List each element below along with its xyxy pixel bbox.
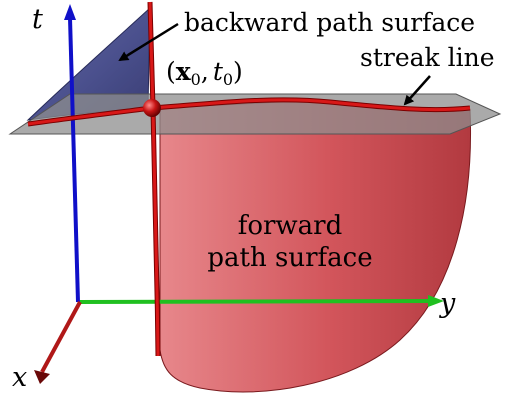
y-axis-label: y: [439, 288, 456, 319]
x-axis-label: x: [12, 362, 27, 393]
t-axis: [64, 4, 80, 303]
y-axis: [79, 295, 444, 307]
streak-line-pointer: [403, 75, 431, 106]
streak-line-label: streak line: [360, 43, 495, 72]
backward-surface-label: backward path surface: [184, 8, 475, 37]
forward-surface-label-line2: path surface: [207, 243, 372, 273]
seed-point: [143, 99, 161, 117]
backward-surface-pointer: [118, 22, 179, 62]
forward-surface-label-line1: forward: [238, 211, 343, 241]
t-axis-label: t: [32, 4, 43, 35]
x-axis: [34, 301, 82, 384]
seed-point-label: (x0,t0): [166, 57, 243, 89]
